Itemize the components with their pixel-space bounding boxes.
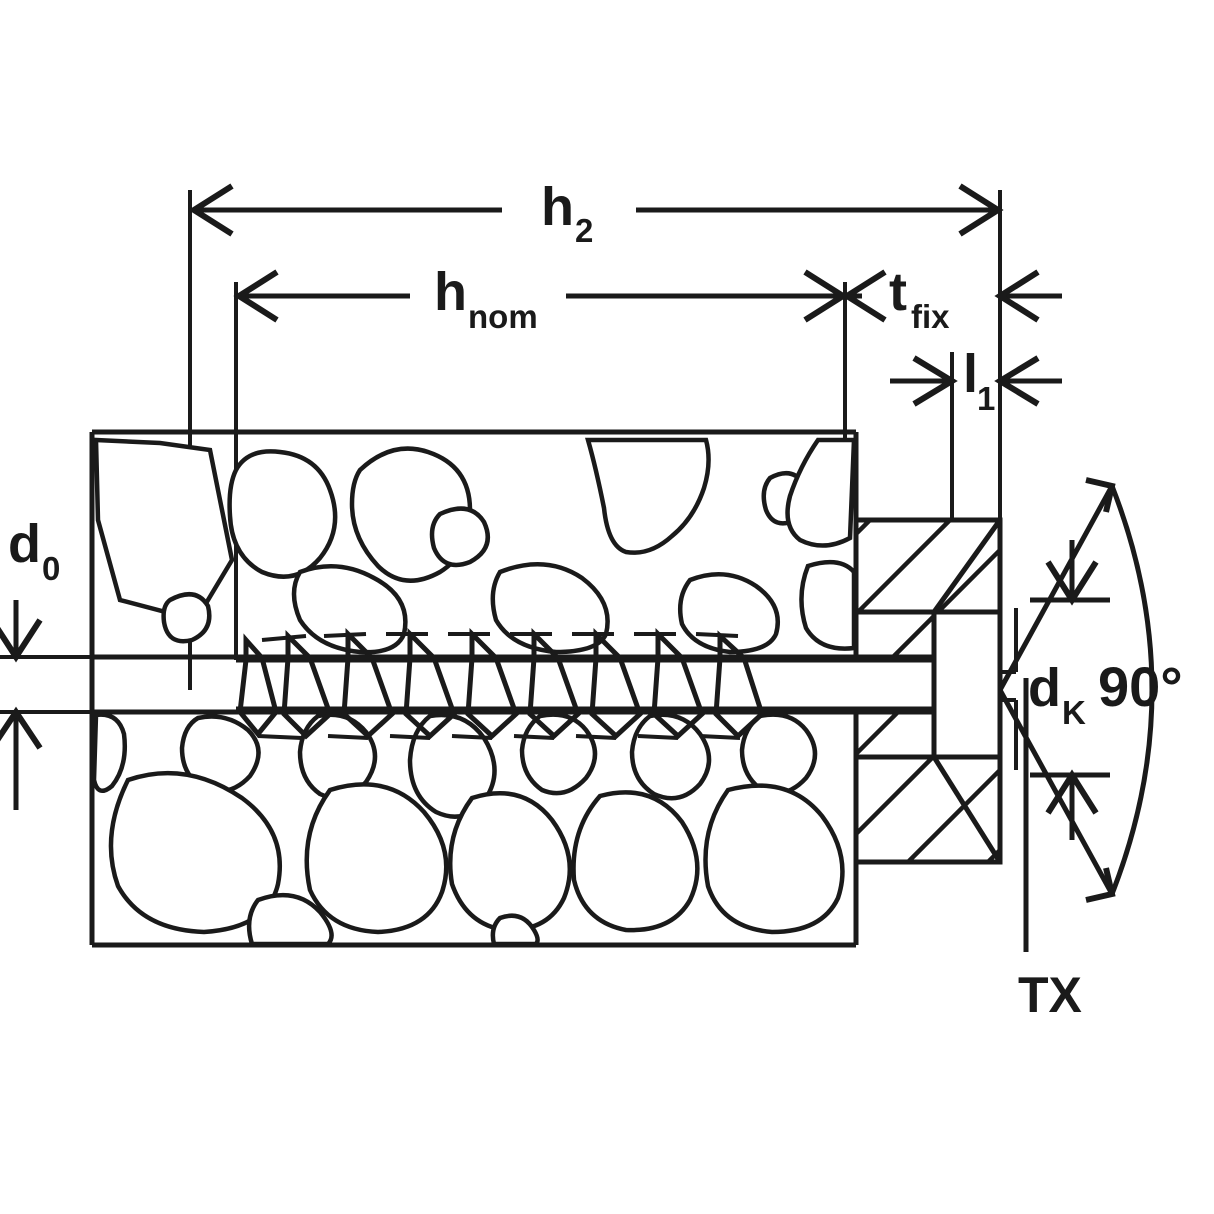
aggregate-blob [739,712,818,796]
aggregate-blob [447,791,573,933]
label-l1-subscript: 1 [977,380,995,417]
hnom-arrowhead-left [233,269,279,323]
aggregate-blob [304,782,449,935]
h2-arrowhead-right [958,183,1004,237]
l1-arrowhead-right [994,355,1040,407]
aggregate-blob [571,790,700,933]
screw-anchor [236,609,1003,760]
dimension-dk [1000,540,1110,840]
label-tfix: t [889,262,907,322]
l1-arrowhead-left [912,355,958,407]
aggregate-blob [429,506,490,568]
dimension-d0 [0,600,200,810]
aggregate-blob [161,592,212,644]
aggregate-blob [785,437,857,548]
aggregate-blob [246,892,334,947]
label-h2-subscript: 2 [575,212,593,249]
label-dk: d [1028,658,1061,718]
thread-crest-lines [257,632,741,740]
label-h2: h [541,177,574,237]
countersink-cone-upper [931,518,1003,614]
aggregate-blob [227,449,338,579]
tfix-arrowhead-left [841,269,887,323]
tfix-arrowhead-right [994,269,1040,323]
label-hnom: h [434,262,467,322]
screw-head-fill [934,612,1000,757]
aggregate-blob [291,564,408,655]
label-hnom-subscript: nom [468,298,538,335]
concrete-block [89,429,859,948]
dimension-h2 [188,183,1004,237]
aggregate-blob [93,437,235,623]
angle-arc [1109,485,1155,895]
concrete-aggregate [91,437,857,947]
label-tx-drive: TX [1018,967,1082,1023]
aggregate-blob [490,913,540,947]
dimension-tfix [841,269,1062,323]
angle-leg-lower [997,688,1115,896]
label-d0: d [8,514,41,574]
screw-shank-fill [236,660,934,709]
aggregate-blob [91,712,127,794]
label-l1: l [963,344,978,404]
label-angle-90: 90° [1098,655,1183,718]
label-tfix-subscript: fix [911,298,950,335]
angle-leg-upper [997,484,1115,692]
aggregate-blob [703,783,845,935]
aggregate-blob [799,559,857,651]
angle-indicator-90 [997,477,1155,903]
dimension-l1 [890,355,1062,407]
label-d0-subscript: 0 [42,550,60,587]
h2-arrowhead-left [188,183,234,237]
label-dk-subscript: K [1062,694,1086,731]
aggregate-blob [519,712,598,796]
aggregate-blob [585,437,711,555]
dimension-labels: h 2 h nom t fix l 1 d 0 d K 90° TX [8,177,1183,1023]
countersink-cone-lower [931,755,1003,864]
